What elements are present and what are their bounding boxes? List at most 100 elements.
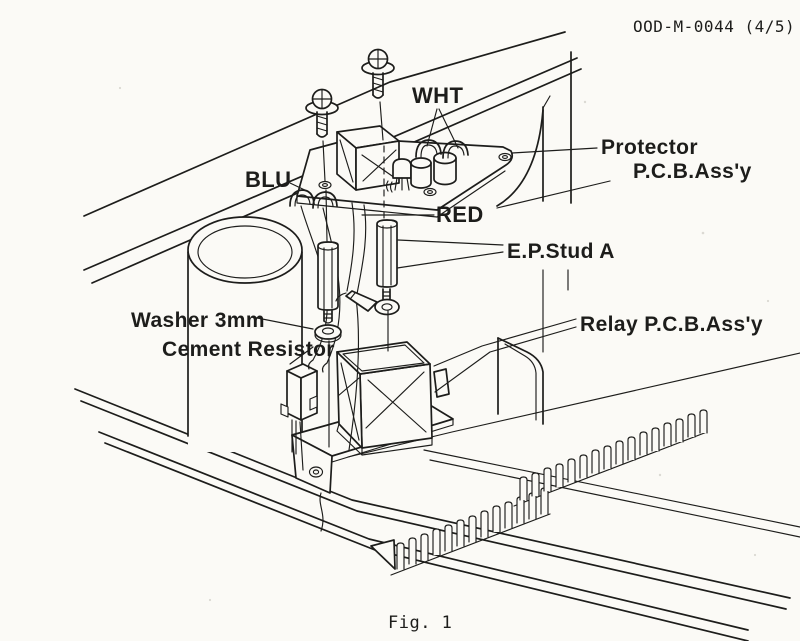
- transistor-stroke: [385, 180, 389, 192]
- stud-b-stroke: [382, 225, 392, 287]
- relay-cube-component-stroke: [362, 149, 397, 182]
- capacitor-small-2: [433, 151, 457, 186]
- label-protector-pcb-line2: P.C.B.Ass'y: [633, 160, 752, 183]
- relay-cube-component: [336, 125, 400, 191]
- heat-sink-fins-back-stroke: [519, 476, 528, 501]
- paper-specks-stroke: [766, 299, 770, 303]
- capacitor-small-2-stroke: [433, 157, 457, 186]
- cement-resistor-leader: [289, 346, 314, 365]
- stud-b-stroke: [376, 219, 398, 229]
- protector-pcb-plate-stroke: [427, 190, 433, 194]
- heat-sink-fins-front: [396, 487, 549, 570]
- cement-resistor-stroke: [299, 421, 304, 471]
- solder-lug-stroke: [381, 303, 393, 311]
- transistor-stroke: [394, 177, 398, 191]
- heat-sink-fins-front-stroke: [396, 542, 405, 570]
- stud-a-stroke: [323, 310, 333, 322]
- protector-pcb-plate-stroke: [296, 170, 506, 218]
- assembly-axis-lines: [325, 189, 389, 448]
- heat-sink-fins-front-stroke: [432, 528, 441, 556]
- blu-wire-loops-stroke: [294, 194, 311, 207]
- capacitor-cylinder-stroke: [197, 225, 293, 279]
- washer-leader: [251, 316, 314, 330]
- label-red: RED: [436, 202, 484, 227]
- transistor-stroke: [392, 158, 412, 179]
- washer-3mm-stroke: [321, 327, 335, 335]
- solder-lug-stroke: [350, 292, 356, 299]
- chassis-base-stroke: [74, 388, 791, 599]
- heat-sink-stroke: [390, 513, 551, 576]
- stud-a-stroke: [323, 320, 333, 324]
- relay-leader: [433, 318, 577, 367]
- chassis-upper-rails-stroke: [83, 31, 566, 217]
- stud-b-stroke: [376, 219, 398, 288]
- chassis-base-stroke: [429, 459, 800, 538]
- stud-b-stroke: [382, 291, 391, 297]
- chassis-bracket-stroke: [497, 337, 544, 425]
- red-wire: [356, 204, 367, 295]
- relay-stroke: [365, 371, 425, 429]
- chassis-bracket-stroke: [504, 343, 537, 421]
- solder-lug-stroke: [335, 292, 347, 302]
- heat-sink-fins-back-stroke: [567, 458, 576, 483]
- chassis-base-stroke: [347, 352, 800, 458]
- relay-leader: [434, 326, 577, 393]
- blu-wire-loops-stroke: [317, 196, 334, 209]
- paper-specks-stroke: [208, 598, 212, 602]
- relay-stroke: [337, 377, 360, 397]
- stud-a-stroke: [317, 241, 339, 311]
- wht-wire-loops-stroke: [420, 144, 438, 158]
- screw-a-stroke: [312, 89, 332, 109]
- heat-sink-fins-back-stroke: [639, 431, 648, 456]
- paper-specks-stroke: [118, 86, 122, 90]
- wires-stroke: [307, 359, 314, 370]
- cement-resistor-stroke: [280, 403, 289, 418]
- chassis-base-stroke: [80, 400, 787, 610]
- heat-sink-fins-back-stroke: [591, 449, 600, 474]
- chassis-upper-rails-stroke: [496, 109, 544, 207]
- heat-sink-fins-front-stroke: [456, 519, 465, 547]
- chassis-upper-rails-stroke: [542, 95, 551, 109]
- heat-sink-fins-back-stroke: [699, 409, 708, 434]
- heat-sink-stroke: [370, 539, 396, 570]
- heat-sink-fins-back-stroke: [579, 454, 588, 479]
- protector-pcb-plate-stroke: [498, 152, 512, 162]
- heat-sink-fins-front-stroke: [528, 492, 537, 520]
- paper-specks-stroke: [583, 100, 587, 104]
- cement-resistor-stroke: [309, 395, 318, 411]
- cement-resistor-stroke: [300, 370, 318, 421]
- chassis-upper-rails-stroke: [496, 180, 611, 209]
- protector-pcb-plate-stroke: [423, 187, 437, 197]
- heat-sink-fins-front-stroke: [492, 505, 501, 533]
- solder-lug: [335, 290, 400, 316]
- relay: [336, 341, 433, 456]
- relay-stroke: [342, 344, 425, 372]
- stud-b: [376, 219, 398, 300]
- cement-resistor: [280, 363, 318, 471]
- protector-pcb-plate-stroke: [322, 183, 328, 187]
- paper-specks-stroke: [701, 231, 705, 235]
- paper-specks-stroke: [658, 473, 662, 477]
- screw-b-stroke: [372, 94, 384, 99]
- board-wire: [319, 492, 324, 532]
- screw-b: [361, 48, 395, 219]
- ep-stud-leader: [383, 251, 504, 271]
- wire: [348, 297, 360, 451]
- capacitor-small-1-stroke: [410, 157, 432, 169]
- heat-sink-fins-back: [519, 409, 708, 501]
- heat-sink-fins-front-stroke: [420, 533, 429, 561]
- stud-a-stroke: [317, 241, 339, 251]
- washer-3mm: [314, 324, 342, 343]
- label-blu: BLU: [245, 167, 291, 192]
- wht-leader: [426, 108, 438, 147]
- protector-leader: [511, 147, 598, 154]
- screw-b-stroke: [372, 76, 384, 93]
- capacitor-cylinder-stroke: [187, 216, 303, 284]
- leader-lines: [251, 108, 598, 393]
- heat-sink-fins-front-stroke: [516, 496, 525, 524]
- heat-sink-fins-back-stroke: [603, 445, 612, 470]
- chassis-base-stroke: [423, 449, 800, 528]
- capacitor-small-2-stroke: [433, 151, 457, 165]
- relay-pcb-board-stroke: [312, 469, 320, 475]
- doc-number: OOD-M-0044 (4/5): [633, 17, 795, 36]
